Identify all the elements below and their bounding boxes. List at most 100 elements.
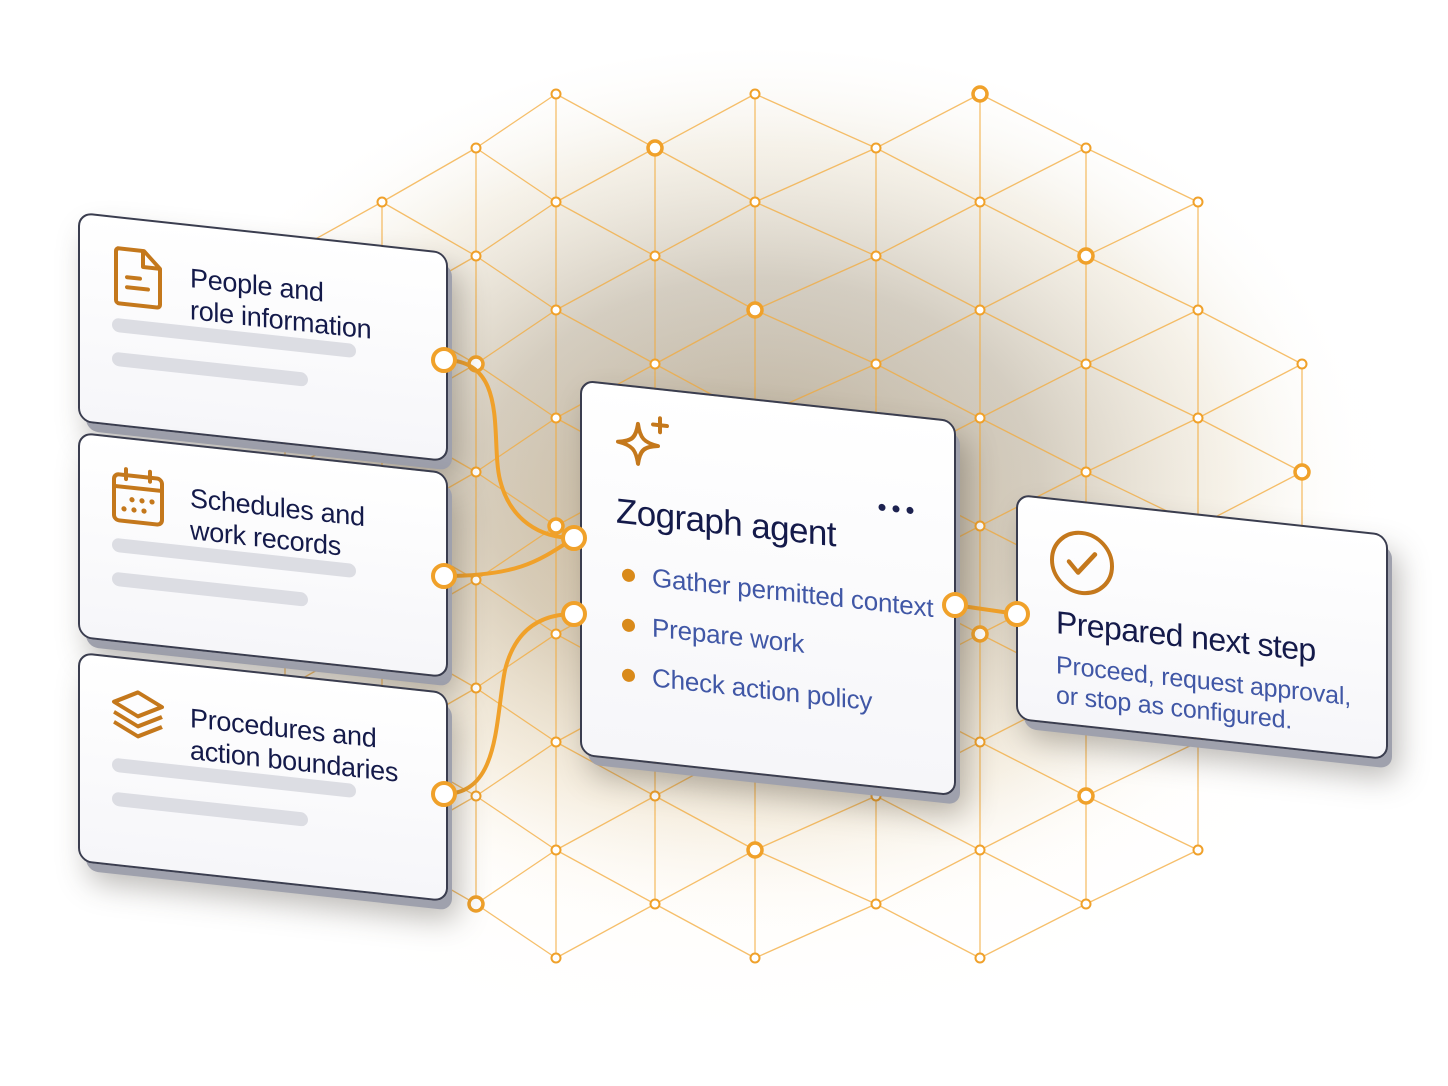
grid-node: [550, 412, 562, 424]
grid-node: [470, 142, 482, 154]
connector-port[interactable]: [431, 781, 457, 807]
more-icon[interactable]: [876, 500, 916, 518]
grid-node: [470, 250, 482, 262]
grid-node: [547, 517, 565, 535]
grid-line: [475, 687, 557, 743]
grid-node: [1077, 247, 1095, 265]
bullet-icon: [622, 668, 635, 683]
source-card-schedules[interactable]: Schedules and work records: [78, 431, 448, 679]
grid-line: [979, 255, 1087, 311]
grid-node: [971, 85, 989, 103]
grid-line: [875, 147, 981, 203]
grid-line: [555, 255, 656, 311]
connector-port[interactable]: [561, 601, 587, 627]
grid-line: [875, 309, 981, 365]
result-card[interactable]: Prepared next step Proceed, request appr…: [1016, 493, 1388, 761]
grid-node: [974, 412, 986, 424]
grid-line: [979, 309, 1087, 365]
grid-line: [754, 309, 877, 365]
grid-node: [1077, 787, 1095, 805]
grid-line: [979, 363, 1087, 419]
grid-node: [550, 628, 562, 640]
grid-line: [475, 147, 557, 203]
grid-line: [1085, 363, 1199, 419]
grid-line: [654, 795, 756, 851]
document-icon: [114, 246, 162, 310]
grid-node: [1080, 898, 1092, 910]
grid-node: [1192, 196, 1204, 208]
grid-line: [475, 309, 557, 365]
grid-node: [1080, 142, 1092, 154]
grid-node: [550, 88, 562, 100]
grid-node: [870, 898, 882, 910]
grid-line: [475, 903, 557, 959]
grid-node: [974, 196, 986, 208]
source-card-people[interactable]: People and role information: [78, 211, 448, 463]
grid-line: [475, 525, 557, 581]
connector-line: [442, 358, 576, 540]
grid-line: [654, 903, 756, 959]
grid-line: [654, 147, 756, 203]
grid-line: [875, 255, 981, 311]
grid-line: [1085, 741, 1199, 797]
grid-node: [649, 250, 661, 262]
layers-icon: [112, 690, 164, 739]
bullet-icon: [622, 568, 635, 583]
grid-line: [754, 903, 877, 959]
connector-line: [442, 612, 576, 796]
grid-line: [555, 147, 656, 203]
grid-node: [1080, 466, 1092, 478]
agent-card[interactable]: Zograph agent Gather permitted context P…: [580, 379, 956, 797]
grid-node: [974, 304, 986, 316]
grid-line: [875, 93, 981, 149]
grid-line: [475, 363, 557, 419]
connector-port[interactable]: [942, 592, 968, 618]
grid-line: [555, 849, 656, 905]
grid-line: [475, 849, 557, 905]
grid-line: [754, 255, 877, 311]
check-circle-icon: [1050, 530, 1114, 596]
grid-line: [979, 417, 1087, 473]
grid-line: [979, 903, 1087, 959]
grid-node: [1192, 304, 1204, 316]
grid-line: [654, 93, 756, 149]
connector-port[interactable]: [561, 525, 587, 551]
grid-line: [754, 201, 877, 257]
grid-line: [555, 201, 656, 257]
grid-line: [979, 849, 1087, 905]
grid-line: [979, 201, 1087, 257]
grid-line: [381, 201, 477, 257]
grid-node: [746, 841, 764, 859]
grid-line: [475, 201, 557, 257]
grid-node: [550, 844, 562, 856]
grid-node: [550, 196, 562, 208]
connector-port[interactable]: [1004, 601, 1030, 627]
grid-node: [749, 196, 761, 208]
grid-line: [475, 741, 557, 797]
bullet-icon: [622, 618, 635, 633]
connector-port[interactable]: [431, 347, 457, 373]
grid-line: [875, 201, 981, 257]
grid-line: [1085, 795, 1199, 851]
grid-node: [870, 142, 882, 154]
grid-node: [1293, 463, 1311, 481]
grid-node: [470, 790, 482, 802]
grid-line: [555, 795, 656, 851]
grid-node: [974, 844, 986, 856]
grid-node: [550, 952, 562, 964]
grid-node: [749, 88, 761, 100]
agent-task-list: Gather permitted context Prepare work Ch…: [620, 558, 933, 742]
source-card-procedures[interactable]: Procedures and action boundaries: [78, 651, 448, 903]
connector-port[interactable]: [431, 563, 457, 589]
sparkle-icon: [616, 416, 669, 466]
grid-line: [1197, 363, 1303, 419]
grid-line: [475, 255, 557, 311]
grid-line: [475, 795, 557, 851]
grid-line: [555, 903, 656, 959]
grid-line: [475, 93, 557, 149]
grid-line: [754, 93, 877, 149]
grid-line: [875, 795, 981, 851]
grid-line: [475, 633, 557, 689]
grid-line: [381, 147, 477, 203]
grid-line: [654, 201, 756, 257]
